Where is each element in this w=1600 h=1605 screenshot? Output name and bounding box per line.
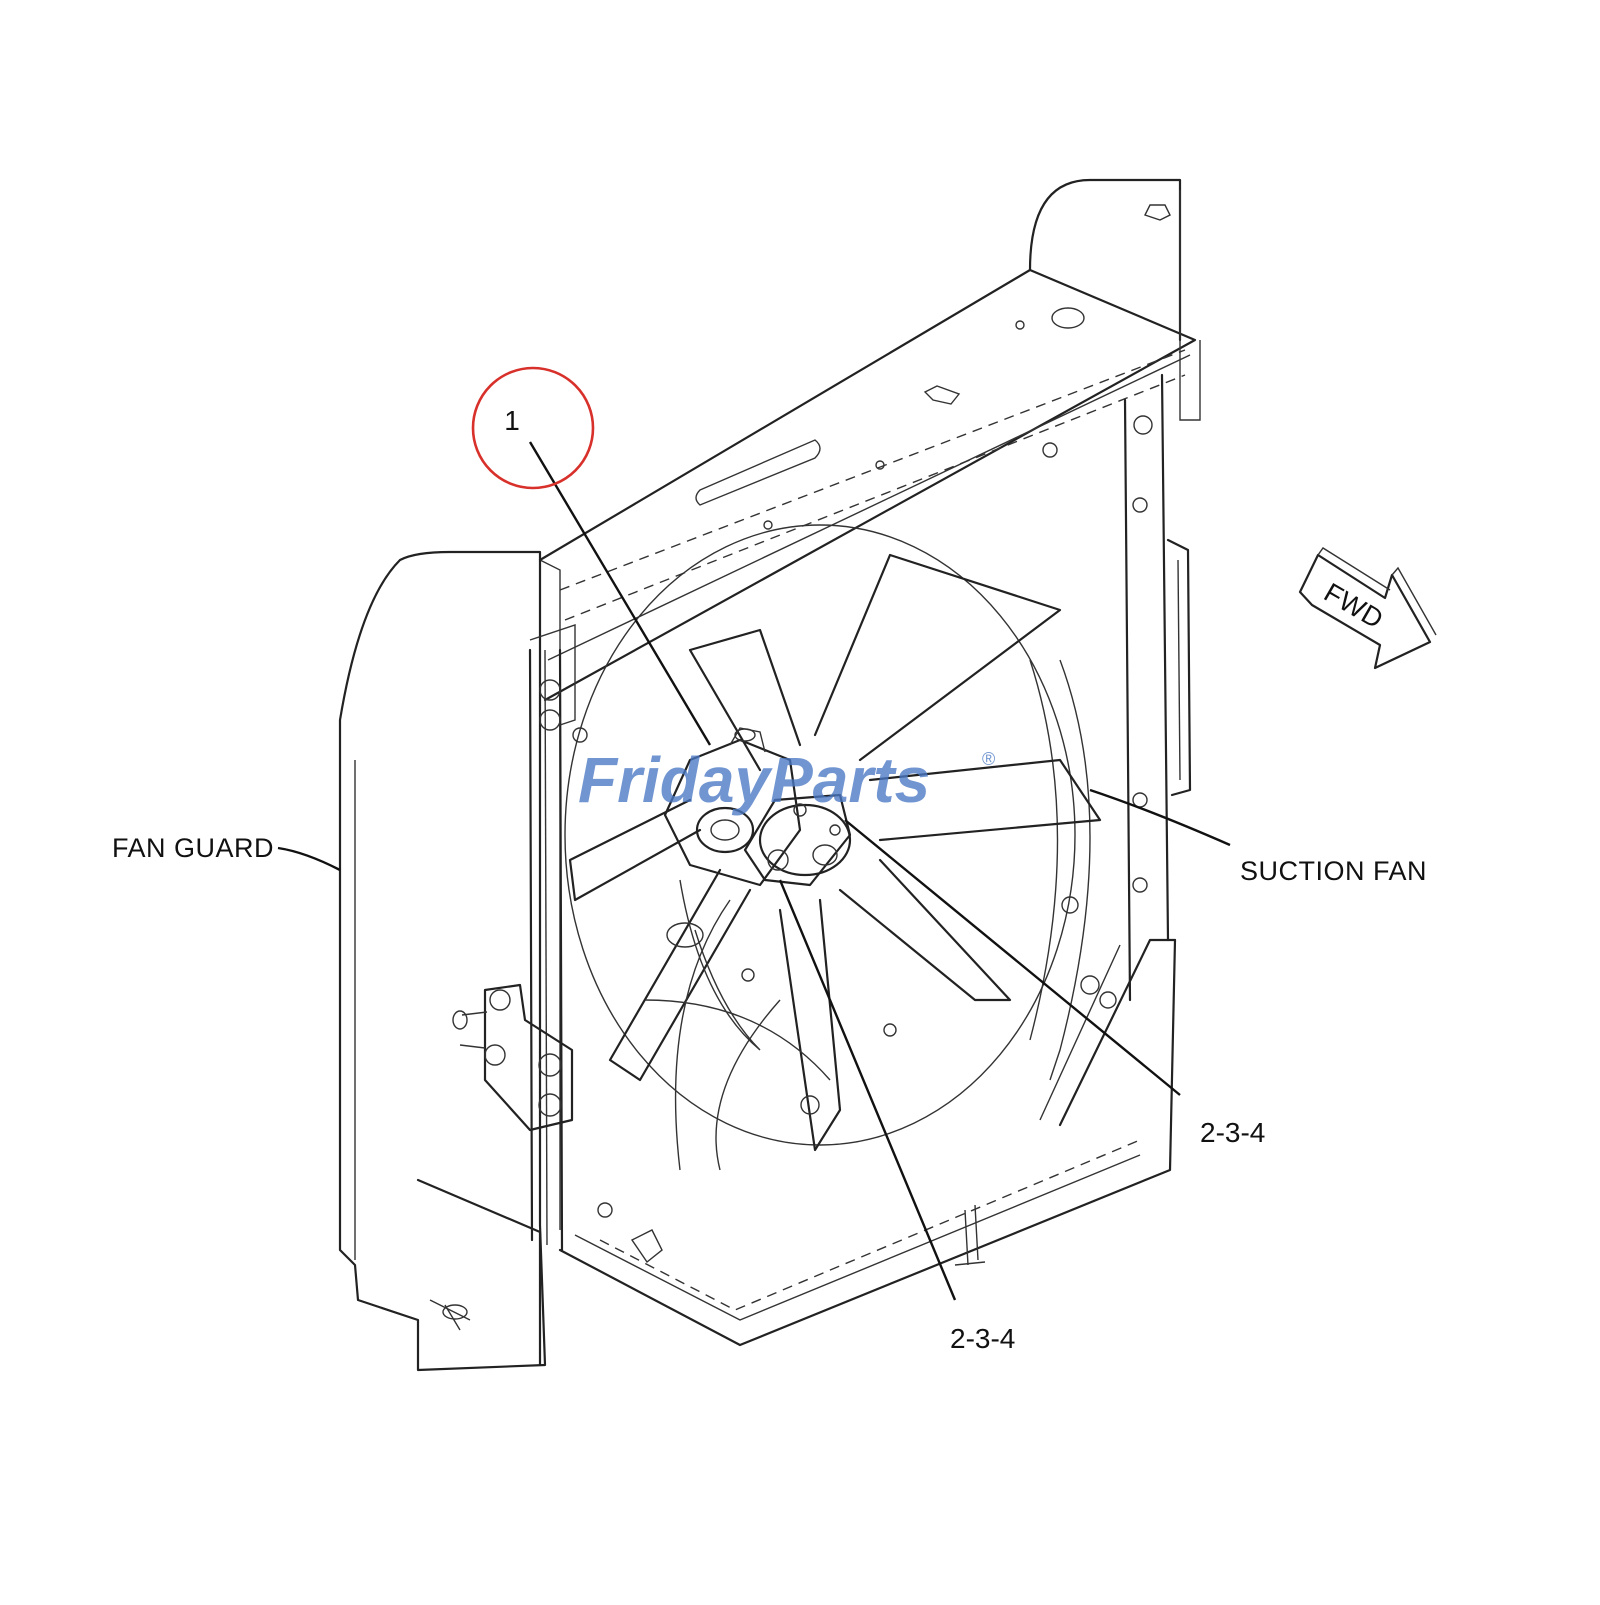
fan-guard-shroud [338, 550, 561, 1372]
leader-234-bottom [778, 879, 957, 1301]
callout-1: 1 [504, 405, 520, 436]
watermark-text: FridayParts [578, 744, 930, 816]
leader-lines [277, 441, 1231, 1301]
leader-fan-guard [277, 846, 341, 872]
leader-callout-1 [528, 441, 712, 746]
leader-suction-fan [1089, 788, 1231, 847]
fwd-arrow: FWD [1298, 547, 1437, 670]
suction-fan-blades [564, 524, 1102, 1171]
fan-guard-label: FAN GUARD [112, 833, 274, 863]
suction-fan-label: SUCTION FAN [1240, 856, 1427, 886]
fwd-label: FWD [1319, 577, 1389, 634]
callout-234-bottom: 2-3-4 [950, 1323, 1015, 1354]
watermark-registered-mark: ® [982, 749, 995, 769]
radiator-frame [452, 178, 1201, 1347]
leader-234-right [844, 819, 1181, 1096]
fan-motor-hub [663, 727, 852, 887]
highlight-circle [471, 366, 595, 490]
fridayparts-watermark: FridayParts ® [578, 744, 995, 816]
callout-234-right: 2-3-4 [1200, 1117, 1265, 1148]
